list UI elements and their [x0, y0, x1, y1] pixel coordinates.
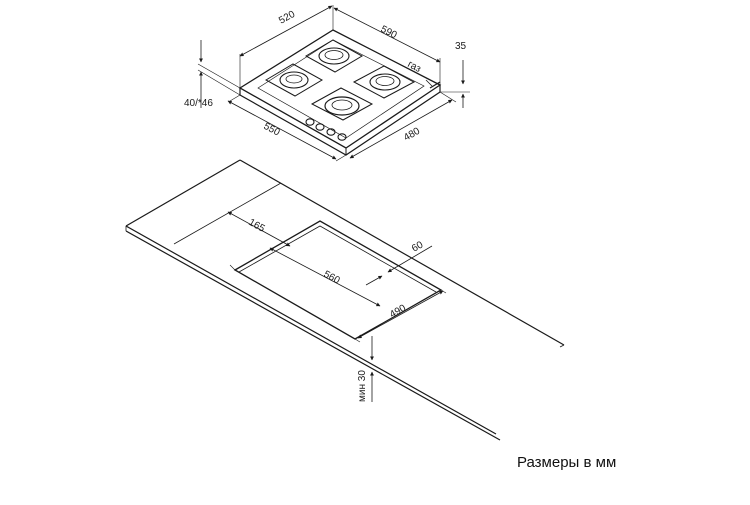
dim-cutout-depth: 490 [388, 303, 408, 321]
gas-label: газ [406, 59, 423, 75]
burner-left [264, 63, 324, 97]
worktop-cutout-drawing: 165 60 560 490 мин 30 [125, 159, 565, 441]
units-caption: Размеры в мм [517, 454, 616, 471]
worktop-outline [239, 159, 565, 346]
dim-width-bottom: 550 [262, 121, 282, 139]
gas-hob-drawing: 520 590 35 газ 40/*46 550 480 [184, 5, 470, 162]
gas-inlet [425, 79, 441, 89]
dim-depth-bottom: 480 [402, 126, 422, 144]
dim-thickness: 40/*46 [184, 98, 213, 109]
burner-top [304, 39, 364, 73]
burner-right [352, 65, 416, 99]
dim-height-side: 35 [455, 41, 467, 52]
burner-front [310, 87, 374, 121]
dim-depth-top: 520 [277, 9, 297, 27]
dim-width-top: 590 [379, 24, 399, 42]
dim-cutout-offset: 165 [247, 217, 267, 235]
dim-back-gap: 60 [410, 239, 426, 254]
dim-min-depth: мин 30 [357, 370, 368, 402]
